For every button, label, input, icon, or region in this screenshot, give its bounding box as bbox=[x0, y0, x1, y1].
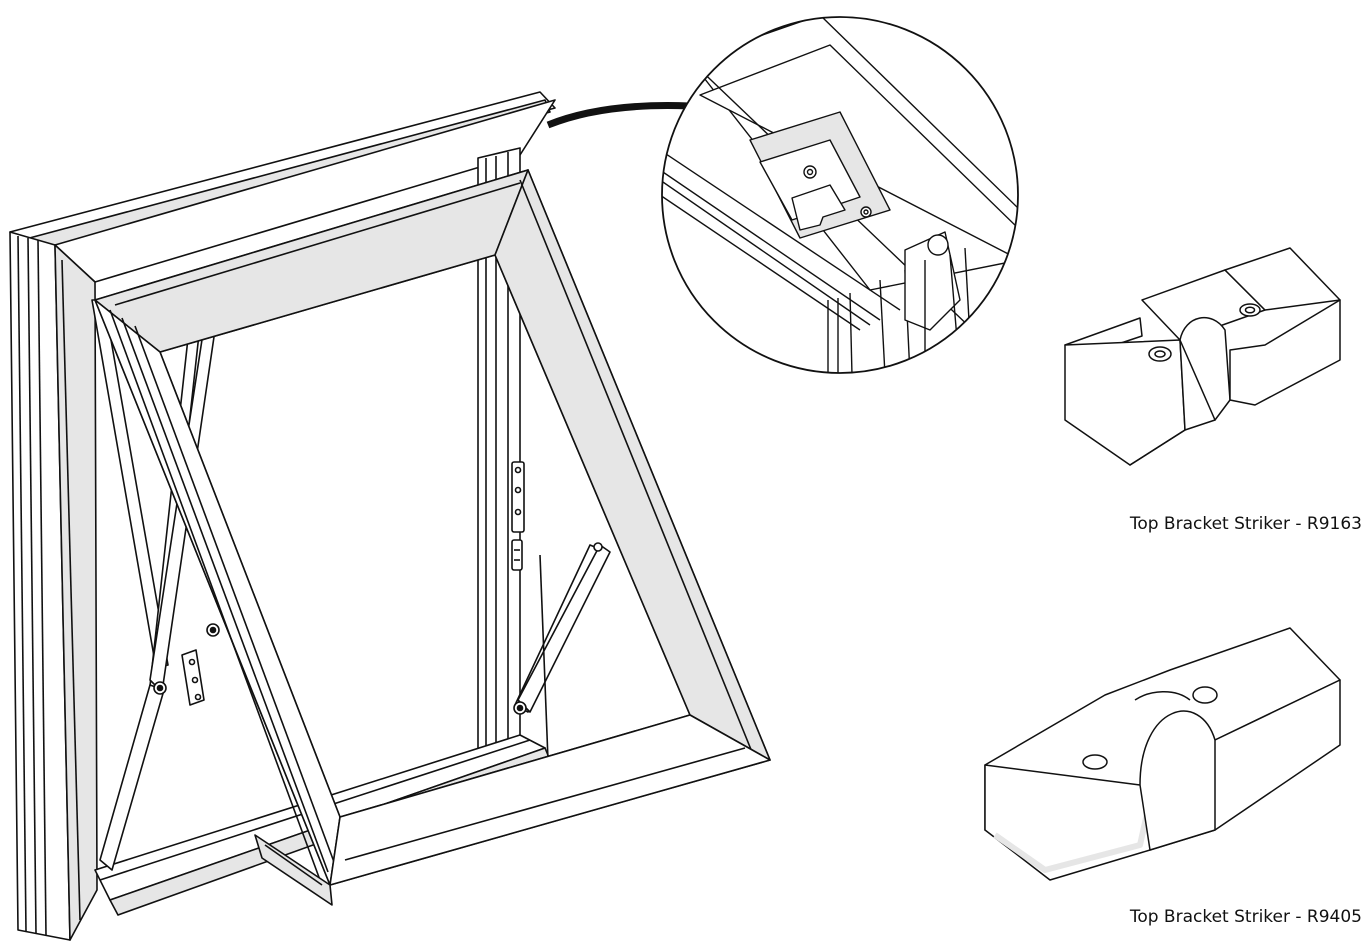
magnified-detail bbox=[661, 16, 1019, 374]
striker-r9163-caption: Top Bracket Striker - R9163 bbox=[1129, 514, 1362, 534]
striker-r9405-caption: Top Bracket Striker - R9405 bbox=[1129, 907, 1362, 927]
striker-r9163 bbox=[1064, 247, 1341, 466]
striker-r9405 bbox=[984, 627, 1341, 881]
friction-stay-right bbox=[513, 542, 611, 761]
detail-callout-connector bbox=[546, 102, 691, 129]
awning-sash bbox=[94, 169, 771, 906]
sash-keeper bbox=[181, 649, 205, 706]
awning-window bbox=[9, 91, 771, 941]
jamb-lock-hardware bbox=[511, 461, 525, 571]
